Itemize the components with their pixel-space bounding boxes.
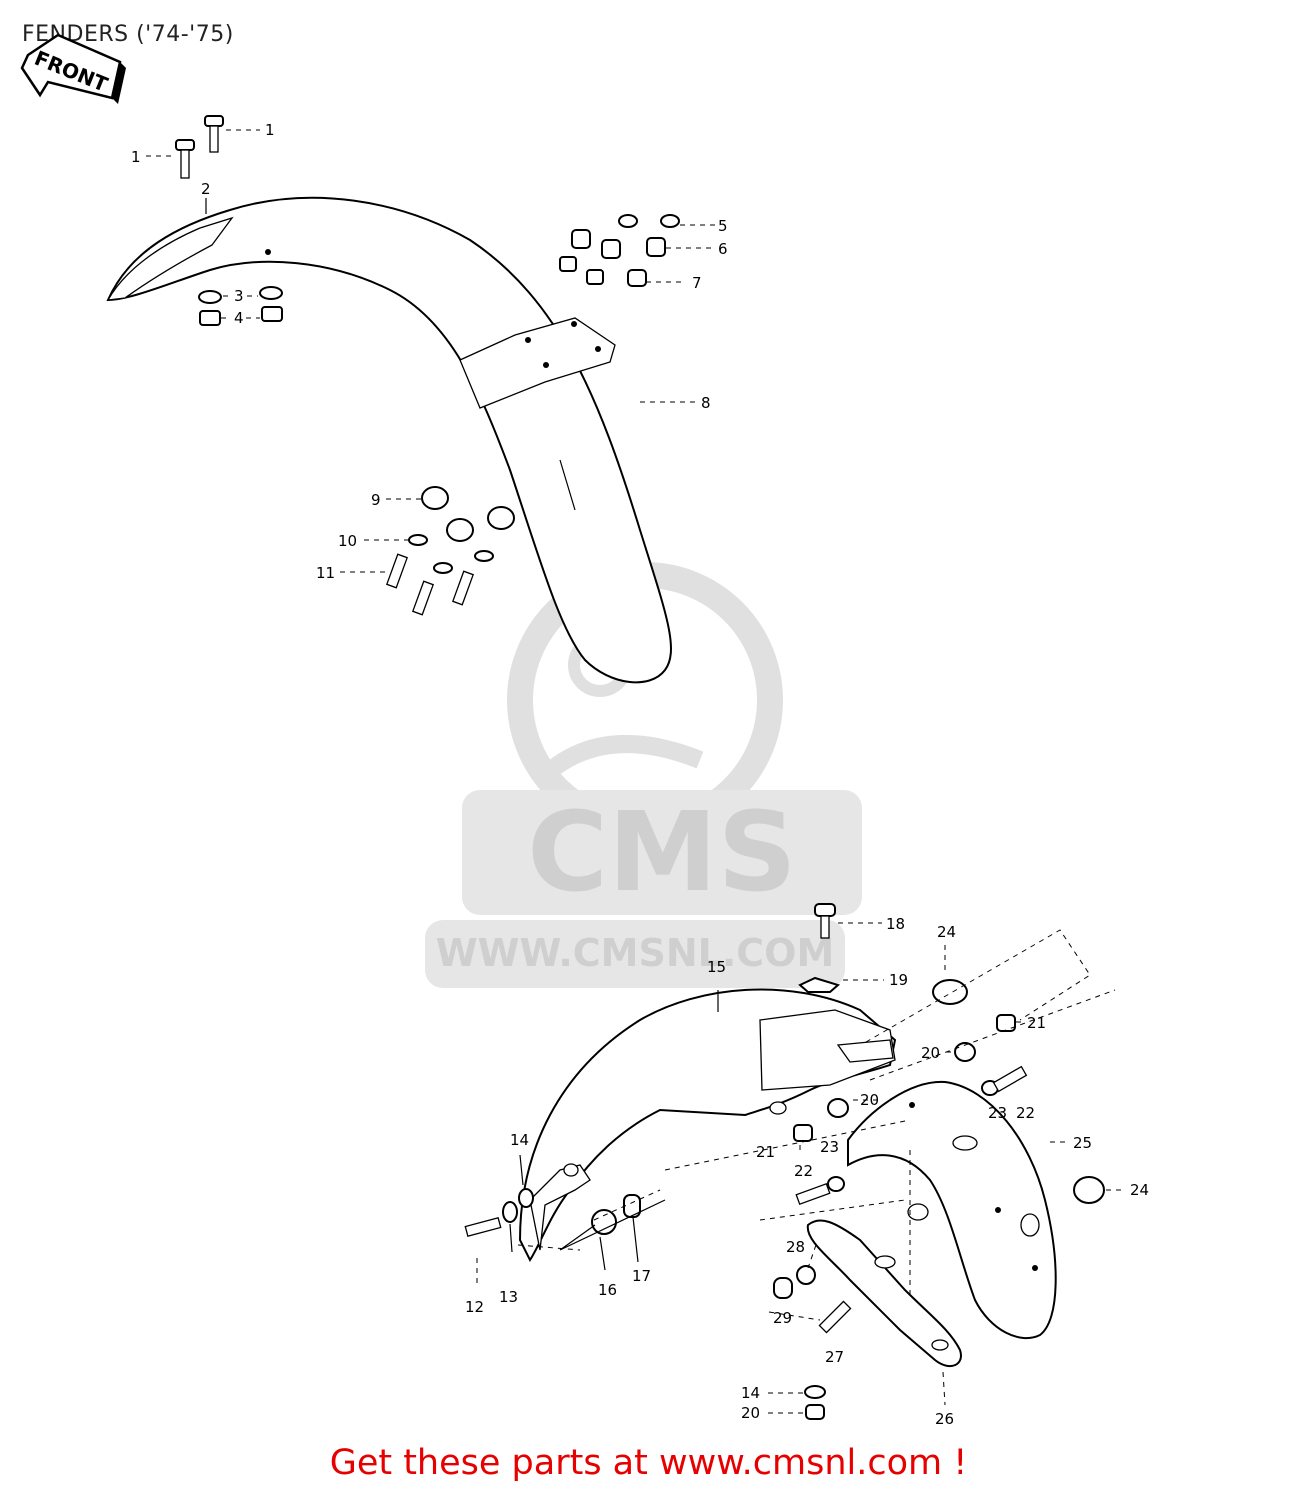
- bolt-1-top: [204, 115, 224, 153]
- callout-11: 11: [316, 564, 335, 582]
- bolt-1-left: [175, 139, 195, 179]
- rear-hardware: [464, 903, 1105, 1420]
- watermark-url: WWW.CMSNL.COM: [436, 931, 835, 975]
- callout-14: 14: [510, 1131, 529, 1149]
- callout-17: 17: [632, 1267, 651, 1285]
- collars-5-6-7: [559, 214, 680, 287]
- callout-21-b: 21: [756, 1143, 775, 1161]
- callout-6: 6: [718, 240, 728, 258]
- callout-10: 10: [338, 532, 357, 550]
- callout-22-b: 22: [794, 1162, 813, 1180]
- rear-fender: [518, 988, 897, 1262]
- front-fender: [106, 196, 672, 684]
- callout-1-left: 1: [131, 148, 141, 166]
- callout-16: 16: [598, 1281, 617, 1299]
- callout-14-bottom: 14: [741, 1384, 760, 1402]
- callout-20-b: 20: [860, 1091, 879, 1109]
- callout-20-a: 20: [921, 1044, 940, 1062]
- callout-lines: [146, 129, 1126, 1414]
- callout-27: 27: [825, 1348, 844, 1366]
- callout-20-bottom: 20: [741, 1404, 760, 1422]
- guide-lines: [517, 929, 1116, 1300]
- callout-9: 9: [371, 491, 381, 509]
- callout-22-a: 22: [1016, 1104, 1035, 1122]
- callout-23-b: 23: [820, 1138, 839, 1156]
- front-arrow-icon: FRONT: [20, 33, 126, 104]
- callout-4: 4: [234, 309, 244, 327]
- callout-23-a: 23: [988, 1104, 1007, 1122]
- callout-18: 18: [886, 915, 905, 933]
- callout-25: 25: [1073, 1134, 1092, 1152]
- bracket-26: [806, 1219, 962, 1368]
- nuts-4: [199, 306, 283, 326]
- callout-8: 8: [701, 394, 711, 412]
- watermark-logo: CMS: [527, 788, 796, 916]
- footer-link[interactable]: Get these parts at www.cmsnl.com !: [329, 1443, 968, 1483]
- callout-28: 28: [786, 1238, 805, 1256]
- callout-13: 13: [499, 1288, 518, 1306]
- rear-mudguard: [847, 1080, 1057, 1340]
- callout-19: 19: [889, 971, 908, 989]
- callout-12: 12: [465, 1298, 484, 1316]
- callout-3: 3: [234, 287, 244, 305]
- callout-26: 26: [935, 1410, 954, 1428]
- grommets-9-10-11: [385, 486, 515, 616]
- callout-2: 2: [201, 180, 211, 198]
- callout-1-top: 1: [265, 121, 275, 139]
- callout-labels: 1 1 2 3 4 5 6 7 8 9 10 11 12 13 14 15 16…: [131, 121, 1149, 1428]
- washers-3: [198, 286, 283, 304]
- callout-24-top: 24: [937, 923, 956, 941]
- callout-15: 15: [707, 958, 726, 976]
- callout-21-a: 21: [1027, 1014, 1046, 1032]
- callout-5: 5: [718, 217, 728, 235]
- callout-7: 7: [692, 274, 702, 292]
- callout-29: 29: [773, 1309, 792, 1327]
- callout-24-right: 24: [1130, 1181, 1149, 1199]
